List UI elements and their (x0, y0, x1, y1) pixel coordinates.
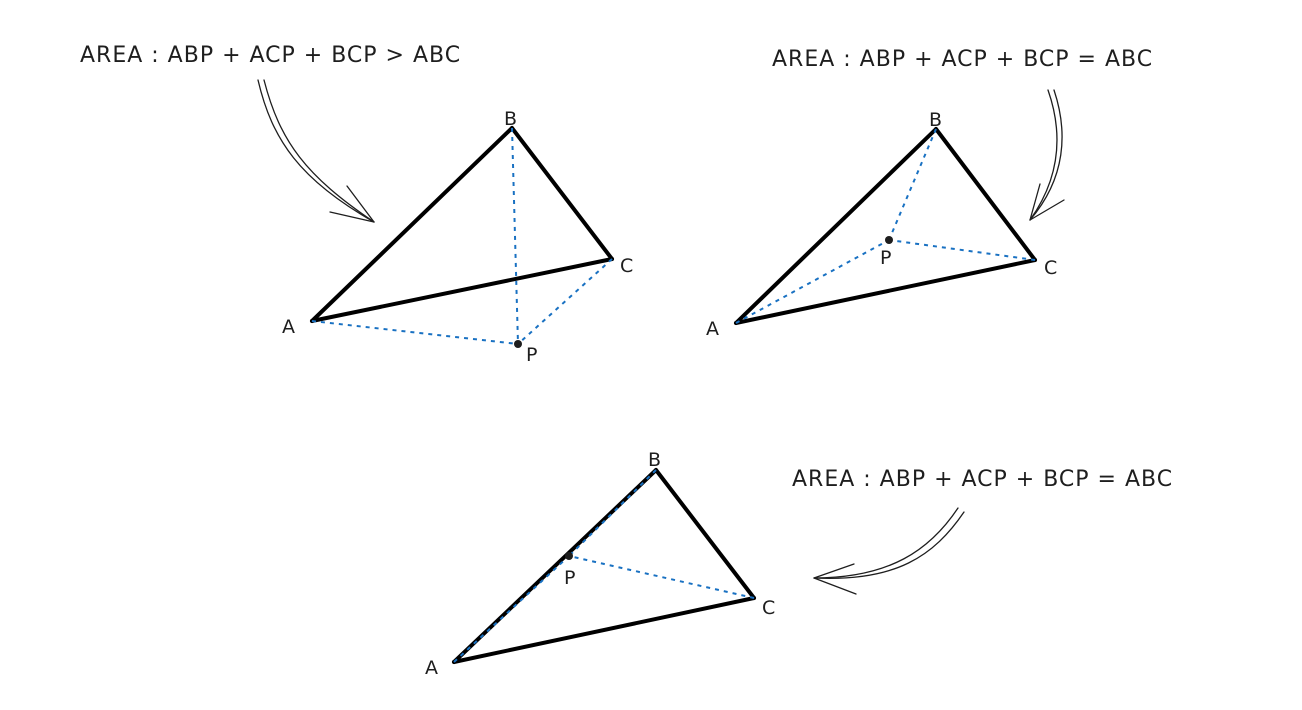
caption-arrow-inside (1029, 89, 1065, 221)
vertex-label-p: P (880, 247, 891, 269)
dashed-segments-inside (735, 128, 1036, 324)
caption-inside: AREA : ABP + ACP + BCP = ABC (772, 47, 1153, 72)
vertex-label-b: B (929, 109, 942, 131)
edge-ac (734, 258, 1037, 325)
dashed-segments-outside (311, 127, 613, 345)
segment-bp (568, 469, 657, 557)
triangle-inside (734, 127, 1037, 325)
edge-ac (310, 257, 614, 323)
edge-bc (934, 127, 1037, 262)
caption-outside: AREA : ABP + ACP + BCP > ABC (80, 43, 461, 68)
edge-bc (510, 126, 614, 261)
point-p (885, 236, 893, 244)
panel-on-edge: AREA : ABP + ACP + BCP = ABC A B C P (425, 449, 1173, 679)
segment-bp (511, 127, 519, 345)
caption-arrow-on-edge (813, 507, 965, 595)
vertex-label-a: A (425, 657, 438, 679)
segment-cp (888, 239, 1036, 261)
vertex-label-b: B (648, 449, 661, 471)
vertex-label-c: C (1044, 257, 1057, 279)
caption-on-edge: AREA : ABP + ACP + BCP = ABC (792, 467, 1173, 492)
edge-ab (310, 126, 514, 323)
segment-ap (311, 320, 519, 345)
edge-ac (452, 596, 756, 664)
vertex-label-c: C (620, 255, 633, 277)
vertex-label-c: C (762, 597, 775, 619)
vertex-label-p: P (526, 344, 537, 366)
point-p (514, 340, 522, 348)
triangle-outside (310, 126, 614, 323)
caption-arrow-outside (257, 79, 375, 223)
vertex-label-p: P (564, 567, 575, 589)
point-p (565, 552, 573, 560)
edge-ab (452, 468, 658, 664)
segment-bp (888, 128, 937, 241)
segment-ap (735, 239, 890, 324)
triangle-on-edge (452, 468, 756, 664)
edge-bc (654, 468, 756, 600)
panel-outside: AREA : ABP + ACP + BCP > ABC A B C P (80, 43, 633, 366)
vertex-label-a: A (706, 318, 719, 340)
vertex-label-b: B (504, 108, 517, 130)
dashed-segments-on-edge (453, 469, 755, 663)
panel-inside: AREA : ABP + ACP + BCP = ABC A B C P (706, 47, 1153, 340)
vertex-label-a: A (282, 316, 295, 338)
segment-cp (517, 258, 613, 345)
edge-ab (734, 127, 938, 325)
